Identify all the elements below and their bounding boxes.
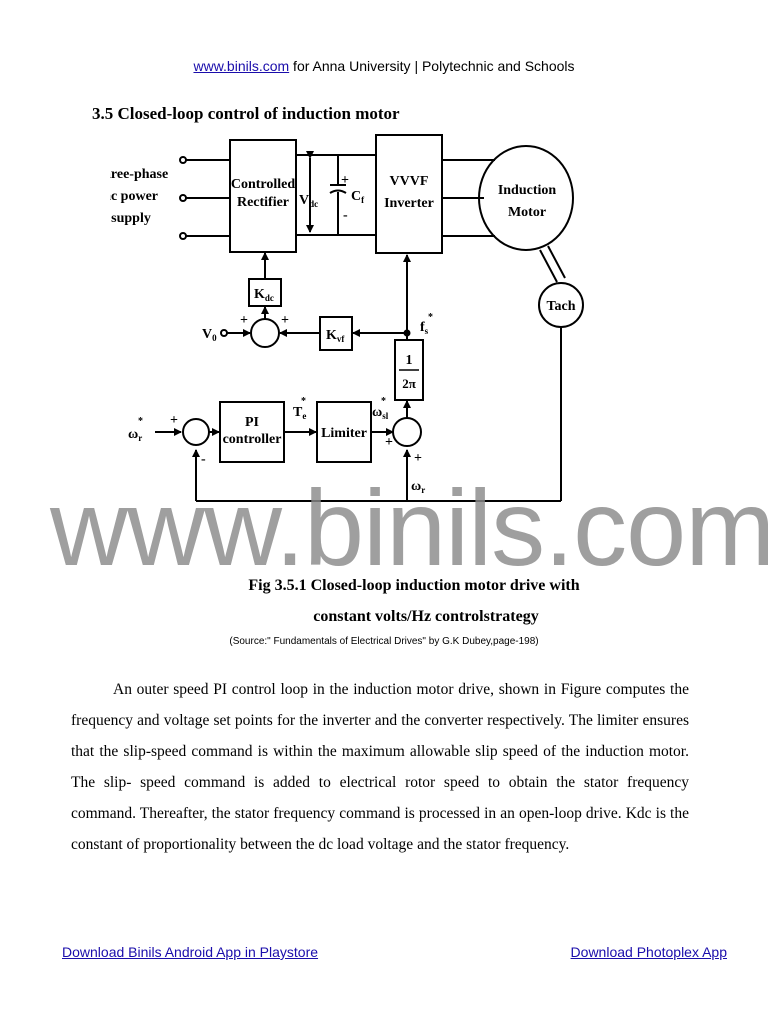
- pi-label: controller: [223, 432, 282, 447]
- supply-terminal: [179, 232, 187, 240]
- wr-ref-label: ωr: [128, 427, 142, 443]
- rectifier-label: Controlled: [231, 177, 296, 192]
- photoplex-app-link[interactable]: Download Photoplex App: [570, 944, 727, 960]
- page-header: www.binils.com for Anna University | Pol…: [0, 58, 768, 74]
- wsl-star: *: [381, 396, 386, 407]
- motor-label: Motor: [508, 205, 546, 220]
- footer-left: Download Binils Android App in Playstore: [62, 944, 318, 960]
- gain-numerator: 1: [406, 353, 413, 368]
- v0-terminal: [220, 329, 228, 337]
- speed-summer: [182, 418, 210, 446]
- fs-star: *: [428, 312, 433, 323]
- section-title: 3.5 Closed-loop control of induction mot…: [92, 104, 400, 123]
- cap-plus: +: [341, 173, 349, 188]
- supply-label: Three-phase: [110, 167, 168, 182]
- speed-plus: +: [170, 413, 178, 428]
- supply-terminal: [179, 156, 187, 164]
- fs-label: fs: [420, 320, 429, 336]
- gain-block: [394, 339, 424, 401]
- induction-motor: [478, 145, 574, 251]
- motor-label: Induction: [498, 183, 557, 198]
- figure-caption: Fig 3.5.1 Closed-loop induction motor dr…: [248, 577, 580, 594]
- supply-terminal: [179, 194, 187, 202]
- inverter-label: VVVF: [390, 174, 429, 189]
- wr-fb-label: ωr: [411, 479, 425, 495]
- paragraph-text: An outer speed PI control loop in the in…: [71, 681, 689, 853]
- pi-label: PI: [245, 415, 259, 430]
- tach-label: Tach: [546, 299, 575, 314]
- footer-right: Download Photoplex App: [571, 944, 727, 960]
- cf-label: Cf: [351, 189, 365, 205]
- limiter-label: Limiter: [321, 426, 367, 441]
- te-star: *: [301, 396, 306, 407]
- figure-source: (Source:" Fundamentals of Electrical Dri…: [229, 636, 539, 647]
- sum-plus: +: [240, 313, 248, 328]
- figure-caption-line2: constant volts/Hz controlstrategy: [313, 608, 539, 625]
- android-app-link[interactable]: Download Binils Android App in Playstore: [62, 944, 319, 960]
- inverter-block: [375, 134, 443, 254]
- body-paragraph: An outer speed PI control loop in the in…: [71, 674, 689, 860]
- wsl-label: ωsl: [372, 405, 389, 421]
- gain-denominator: 2π: [402, 376, 416, 391]
- kdc-label: Kdc: [254, 287, 274, 303]
- vdc-label: Vdc: [299, 193, 318, 209]
- te-label: Te: [293, 405, 306, 421]
- header-text: for Anna University | Polytechnic and Sc…: [289, 58, 575, 74]
- voltage-summer: [250, 318, 280, 348]
- slip-summer: [392, 417, 422, 447]
- binils-link[interactable]: www.binils.com: [193, 58, 290, 74]
- slip-plus: +: [414, 451, 422, 466]
- cap-minus: -: [343, 208, 348, 223]
- slip-plus: +: [385, 435, 393, 450]
- block-diagram: Three-phase ac power supply Controlled R…: [110, 134, 584, 502]
- inverter-label: Inverter: [384, 196, 434, 211]
- rectifier-label: Rectifier: [237, 195, 289, 210]
- supply-label: ac power: [110, 189, 158, 204]
- supply-label: supply: [111, 211, 151, 226]
- sum-plus: +: [281, 313, 289, 328]
- speed-minus: -: [201, 452, 206, 467]
- v0-label: V0: [202, 327, 217, 343]
- watermark: www.binils.com: [50, 467, 768, 588]
- kvf-label: Kvf: [326, 328, 345, 344]
- wr-star: *: [138, 416, 143, 427]
